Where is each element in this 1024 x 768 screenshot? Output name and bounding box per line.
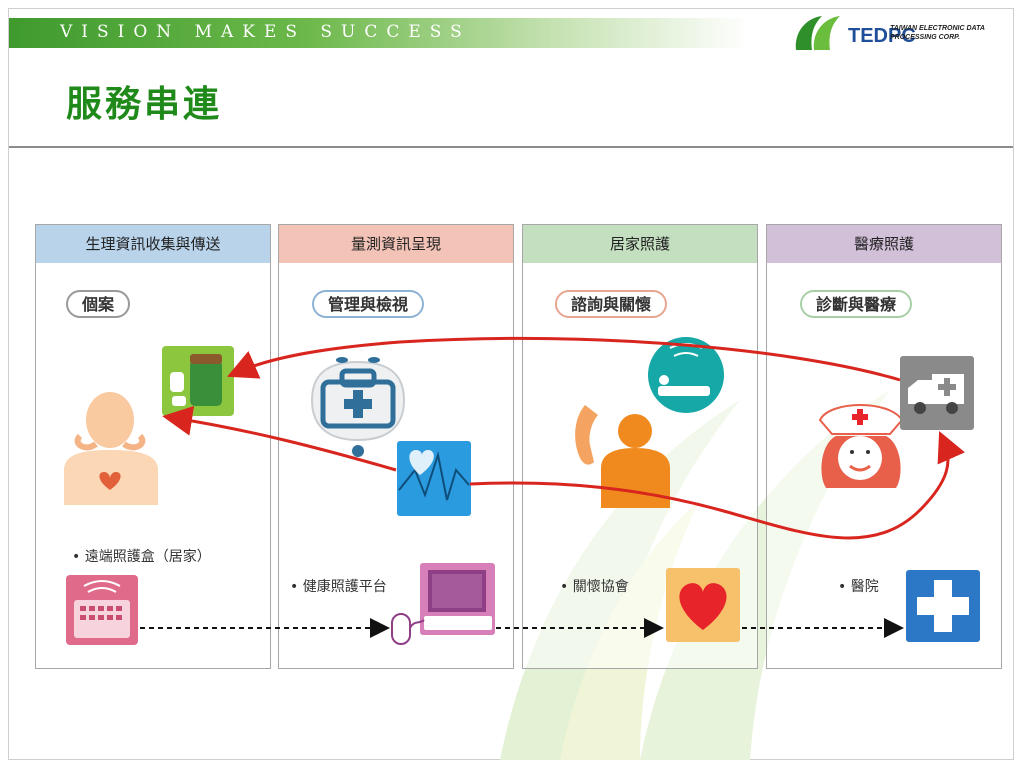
heart-association-icon (666, 568, 740, 642)
column-header: 生理資訊收集與傳送 (36, 225, 270, 263)
column-header: 居家照護 (523, 225, 757, 263)
remote-care-box-icon (66, 575, 138, 645)
column-data-collection: 生理資訊收集與傳送 個案 (35, 224, 271, 669)
column-header: 醫療照護 (767, 225, 1001, 263)
location-label-association: • 關懷協會 (560, 579, 629, 595)
caregiver-icon (601, 414, 670, 508)
role-pill: 個案 (66, 290, 131, 318)
column-measurement-display: 量測資訊呈現 管理與檢視 (278, 224, 514, 669)
company-line-1: TAIWAN ELECTRONIC DATA (890, 25, 985, 32)
page-title: 服務串連 (66, 83, 223, 125)
computer-icon (391, 563, 495, 645)
tagline: VISION MAKES SUCCESS (60, 22, 471, 42)
logo-text: TEDPC (848, 25, 916, 47)
nurse-icon (818, 404, 904, 488)
medicine-icon (162, 346, 234, 416)
heart-monitor-icon (397, 441, 471, 516)
company-logo: TEDPC (795, 16, 916, 50)
location-label-platform: • 健康照護平台 (290, 579, 387, 595)
company-line-2: PROCESSING CORP. (890, 34, 960, 41)
flow-arrow-monitor-to-patient (162, 405, 397, 472)
location-label-home-box: • 遠端照護盒（居家） (72, 549, 211, 565)
role-pill: 管理與檢視 (312, 290, 425, 318)
header-banner (9, 18, 749, 48)
role-pill: 診斷與醫療 (800, 290, 913, 318)
company-name: TAIWAN ELECTRONIC DATA PROCESSING CORP. (890, 24, 1010, 42)
role-pill: 諮詢與關懷 (555, 290, 668, 318)
ambulance-icon (900, 356, 974, 430)
hospital-icon (906, 570, 980, 642)
medical-kit-icon (310, 357, 406, 457)
flow-arrow-ambulance-to-medicine (227, 336, 901, 382)
phone-icon (575, 405, 598, 465)
flow-arrow-platform-to-ambulance (469, 431, 966, 540)
patient-icon (64, 392, 158, 505)
column-header: 量測資訊呈現 (279, 225, 513, 263)
location-label-hospital: • 醫院 (838, 579, 879, 595)
title-divider (9, 146, 1013, 148)
